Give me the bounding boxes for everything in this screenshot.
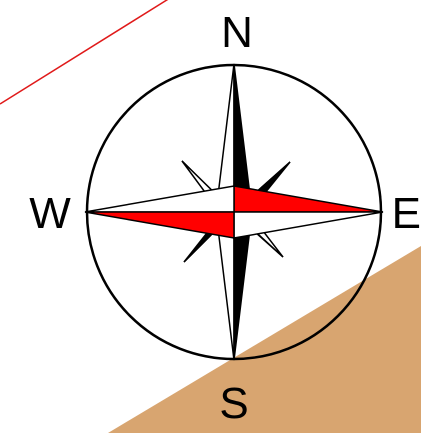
red-diagonal-line <box>0 0 170 104</box>
east-label: E <box>392 189 421 238</box>
ground-wedge <box>108 246 421 433</box>
rose-needle-east-bottom <box>234 212 383 238</box>
north-label: N <box>221 8 253 57</box>
rose-needle-west-bottom <box>85 212 234 238</box>
west-label: W <box>29 189 71 238</box>
rose-needle-west-top <box>85 186 234 212</box>
south-label: S <box>219 379 248 428</box>
rose-needle-east-top <box>234 186 383 212</box>
